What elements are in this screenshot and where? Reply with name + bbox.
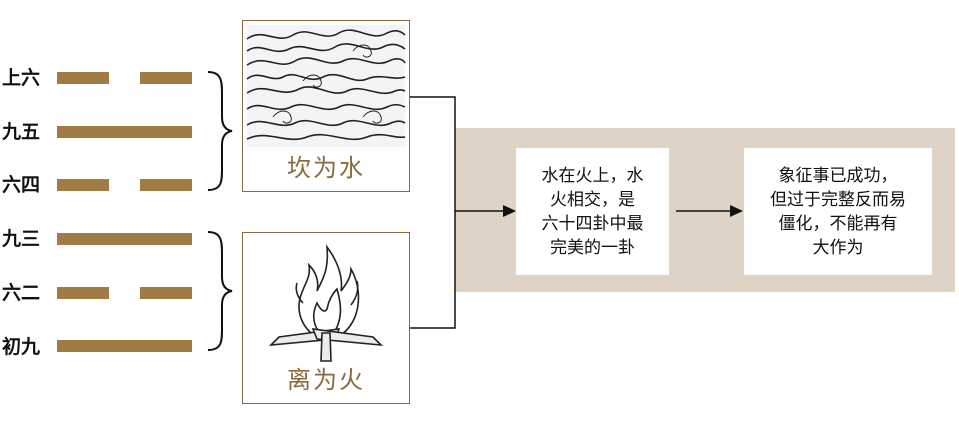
yin-line-top-right [140, 72, 192, 84]
fire-on-logs-icon [268, 244, 384, 362]
meaning-card: 水在火上，水 火相交，是 六十四卦中最 完美的一卦 [516, 148, 669, 275]
line-label-bottom: 初九 [2, 336, 41, 358]
yang-line-third [57, 233, 192, 245]
yin-line-fourth-left [57, 179, 109, 191]
arrowhead-meaning [503, 205, 516, 217]
lower-connector [409, 211, 456, 329]
fire-trigram-caption: 离为火 [287, 366, 365, 394]
water-trigram-box: 坎为水 [242, 20, 410, 192]
line-label-fifth: 九五 [2, 121, 41, 143]
yin-line-second-right [140, 287, 192, 299]
line-label-fourth: 六四 [2, 174, 41, 196]
line-label-third: 九三 [2, 228, 41, 250]
water-trigram-caption: 坎为水 [287, 154, 365, 182]
yang-line-bottom [57, 340, 192, 352]
line-label-second: 六二 [2, 282, 41, 304]
line-label-top: 上六 [2, 67, 41, 89]
upper-connector [409, 96, 456, 211]
arrowhead-warning [730, 205, 743, 217]
yang-line-fifth [57, 126, 192, 138]
yin-line-top-left [57, 72, 109, 84]
fire-trigram-box: 离为火 [242, 232, 410, 404]
yin-line-fourth-right [140, 179, 192, 191]
upper-brace [207, 71, 233, 191]
lower-brace [207, 231, 233, 351]
yin-line-second-left [57, 287, 109, 299]
warning-card: 象征事已成功， 但过于完整反而易 僵化，不能再有 大作为 [744, 148, 932, 275]
water-waves-icon [246, 25, 406, 147]
